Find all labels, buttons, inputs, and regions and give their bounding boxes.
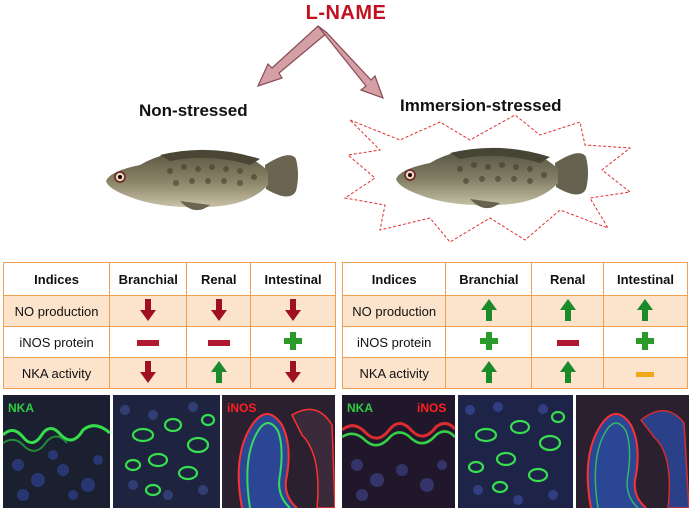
down-arrow-icon [285,360,302,386]
col-header-intestinal: Intestinal [250,262,336,296]
micrograph-intestinal-non-stressed: iNOS [222,395,335,508]
row-label-inos-protein: iNOS protein [341,326,447,358]
table-row: iNOS protein [2,326,336,358]
indices-table-non-stressed: Indices Branchial Renal Intestinal NO pr… [2,262,336,389]
minus-icon [207,335,230,350]
col-header-intestinal: Intestinal [602,262,689,296]
indices-table-immersion-stressed: Indices Branchial Renal Intestinal NO pr… [341,262,689,389]
minus-icon [137,335,160,350]
col-header-indices: Indices [341,262,447,296]
micrograph-intestinal-immersion-stressed [576,395,689,508]
down-arrow-icon [210,298,227,324]
col-header-branchial: Branchial [445,262,533,296]
up-arrow-icon [559,360,576,386]
up-arrow-icon [480,360,497,386]
micrograph-label-inos: iNOS [227,401,257,415]
table-row: NO production [341,295,689,327]
plus-icon [479,331,498,353]
table-row: NKA activity [341,357,689,389]
up-arrow-icon [637,298,654,324]
fish-non-stressed [106,149,298,211]
plus-icon [284,331,303,353]
left-arrow [256,25,328,88]
row-label-nka-activity: NKA activity [341,357,447,389]
right-arrow [317,25,385,100]
col-header-indices: Indices [2,262,111,296]
table-row: NKA activity [2,357,336,389]
row-label-inos-protein: iNOS protein [2,326,111,358]
up-arrow-icon [210,360,227,386]
col-header-renal: Renal [186,262,252,296]
group-label-non-stressed: Non-stressed [139,101,248,120]
micrograph-label-inos: iNOS [417,401,447,415]
micrograph-label-nka: NKA [347,401,373,415]
col-header-renal: Renal [531,262,604,296]
micrograph-renal-immersion-stressed [458,395,573,508]
down-arrow-icon [285,298,302,324]
micrograph-branchial-non-stressed: NKA [3,395,110,508]
row-label-no-production: NO production [341,295,447,327]
plus-icon [636,331,655,353]
dash-icon [636,366,655,381]
down-arrow-icon [140,360,157,386]
table-row: NO production [2,295,336,327]
table-row: iNOS protein [341,326,689,358]
minus-icon [556,335,579,350]
row-label-no-production: NO production [2,295,111,327]
micrograph-label-nka: NKA [8,401,34,415]
col-header-branchial: Branchial [109,262,188,296]
branch-arrows [256,25,385,100]
fish-immersion-stressed [396,147,588,209]
down-arrow-icon [140,298,157,324]
group-label-immersion-stressed: Immersion-stressed [400,96,562,115]
row-label-nka-activity: NKA activity [2,357,111,389]
micrograph-renal-non-stressed [113,395,220,508]
up-arrow-icon [559,298,576,324]
diagram-title: L-NAME [305,2,387,24]
up-arrow-icon [480,298,497,324]
micrograph-branchial-immersion-stressed: NKA iNOS [342,395,455,508]
